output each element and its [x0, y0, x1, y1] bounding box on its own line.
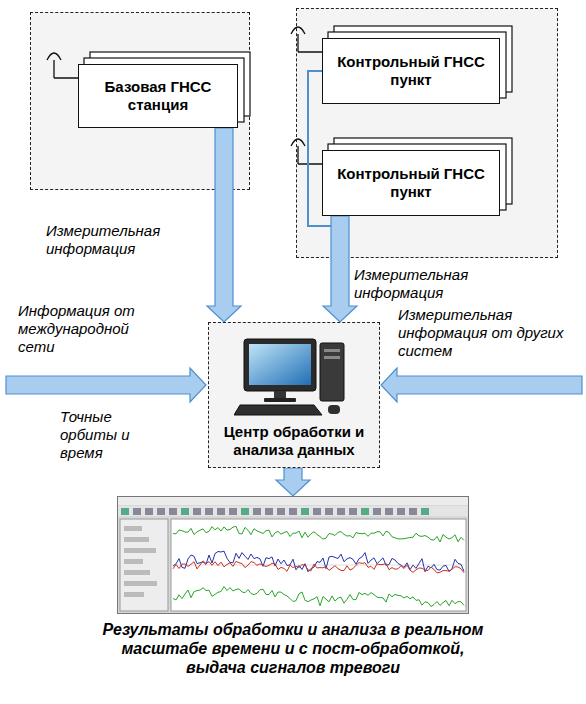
computer-icon	[234, 335, 354, 419]
antenna-symbol	[291, 27, 322, 52]
control-point-box: Контрольный ГНСС пункт	[322, 150, 500, 216]
flow-arrow	[323, 216, 357, 322]
antenna-symbol	[47, 53, 78, 78]
caption-text: Результаты обработки и анализа в реально…	[100, 620, 486, 677]
flow-label: Точные орбиты и время	[60, 408, 170, 462]
edge-label: Измерительная информация	[354, 266, 504, 302]
edge-label: Измерительная информация	[46, 222, 196, 258]
antenna-symbol	[291, 139, 322, 164]
software-screenshot	[117, 496, 469, 614]
flow-arrow	[276, 468, 310, 496]
node-label: Контрольный ГНСС пункт	[331, 53, 491, 89]
flow-label: Информация от международной сети	[18, 302, 142, 356]
flow-label: Измерительная информация от других систе…	[398, 306, 578, 360]
flow-arrow	[207, 128, 241, 322]
node-label: Базовая ГНСС станция	[87, 78, 229, 114]
processing-center: Центр обработки и анализа данных	[208, 322, 380, 468]
control-point-box: Контрольный ГНСС пункт	[322, 38, 500, 104]
input-arrow	[381, 368, 582, 402]
results-panel: Результаты обработки и анализа в реально…	[100, 496, 486, 677]
node-label: Центр обработки и анализа данных	[215, 423, 373, 459]
input-arrow	[6, 368, 206, 402]
node-label: Контрольный ГНСС пункт	[331, 165, 491, 201]
station-box: Базовая ГНСС станция	[78, 64, 238, 128]
